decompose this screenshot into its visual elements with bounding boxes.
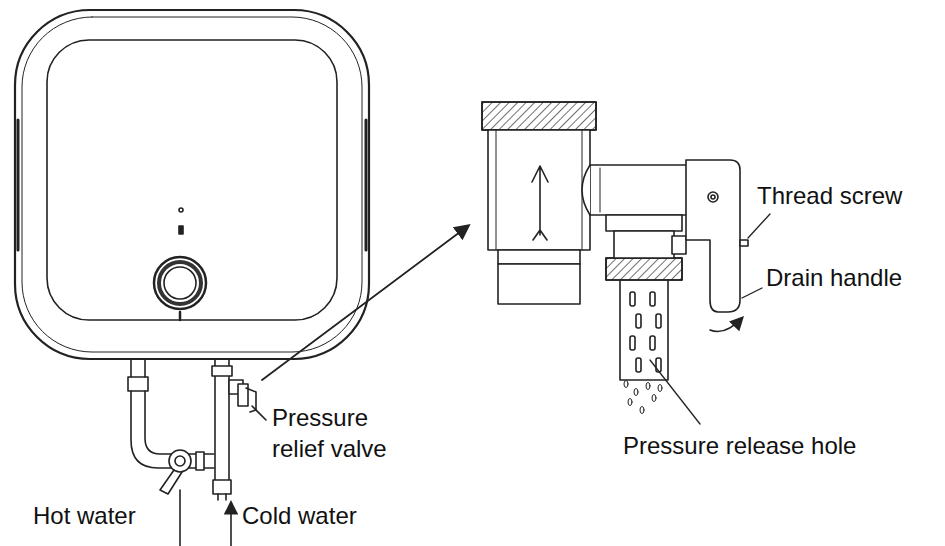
pipe-slit — [636, 358, 641, 372]
water-drop — [628, 399, 632, 406]
pipe-slit — [630, 336, 635, 350]
water-drop — [658, 385, 662, 392]
pressure-relief-valve-small — [229, 226, 468, 420]
water-drop — [634, 389, 638, 396]
hot-water-pipe — [128, 359, 214, 546]
part-label: Cold water — [242, 500, 357, 531]
pipe-slit — [650, 336, 655, 350]
pipe-slit — [636, 314, 641, 328]
pipe-slit — [656, 314, 661, 328]
water-drop — [624, 381, 628, 388]
water-drop — [646, 383, 650, 390]
part-label: Pressure relief valve — [272, 402, 422, 464]
pipe-slit — [630, 292, 635, 306]
pipe-slit — [650, 292, 655, 306]
part-label: Drain handle — [766, 262, 902, 293]
pressure-relief-valve-enlarged — [482, 102, 770, 424]
water-drop — [652, 395, 656, 402]
water-drop — [640, 407, 644, 414]
part-label: Pressure release hole — [623, 430, 856, 461]
heater-tank — [15, 10, 369, 359]
part-label: Hot water — [33, 500, 136, 531]
part-label: Thread screw — [757, 180, 902, 211]
pipe-slit — [656, 358, 661, 372]
